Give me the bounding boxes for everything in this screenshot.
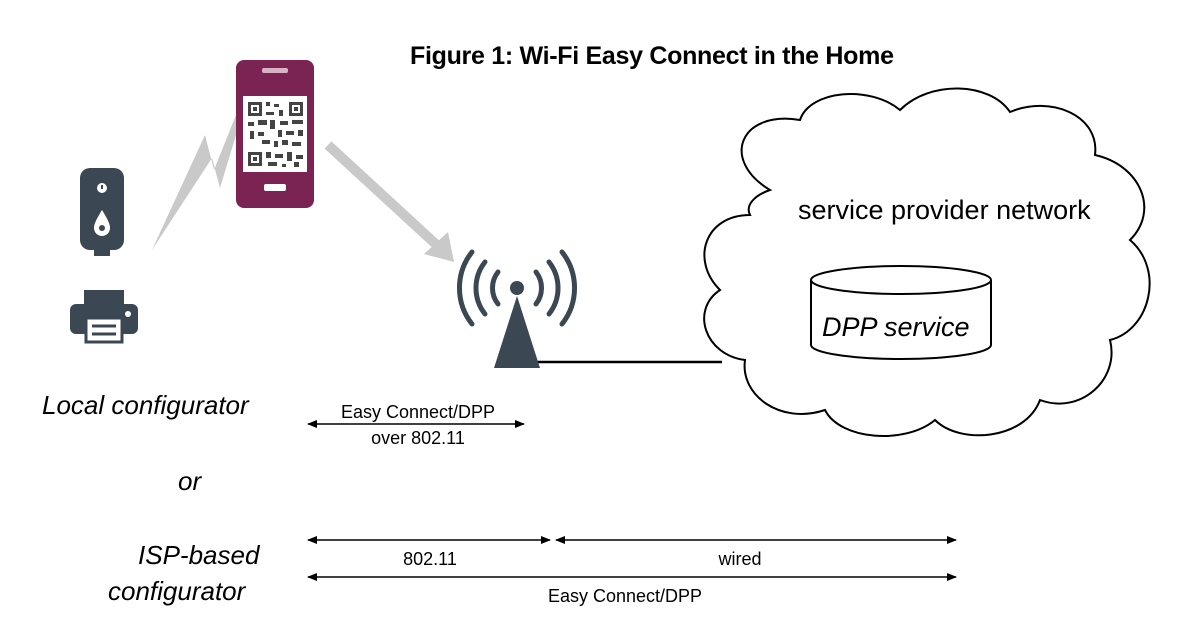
smartphone-qr-icon [236,60,314,208]
lightning-signal-icon [152,110,240,250]
local-configurator-label: Local configurator [42,390,249,420]
cloud-label: service provider network [798,195,1091,225]
isp-configurator-label-line1: ISP-based [138,540,260,570]
local-link-label-line2: over 802.11 [371,428,465,448]
database-label: DPP service [822,312,970,342]
database-icon [810,265,992,360]
wired-link-label: wired [718,549,762,569]
printer-icon [70,290,138,344]
cloud-icon [703,87,1151,437]
isp-configurator-label-line2: configurator [108,576,246,606]
or-label: or [178,466,202,496]
wireless-link-label: 802.11 [403,549,457,569]
end-to-end-link-label: Easy Connect/DPP [547,586,703,606]
provisioning-arrow [324,141,454,262]
local-link-label-line1: Easy Connect/DPP [340,402,496,422]
water-heater-icon [80,168,124,256]
access-point-icon [457,249,577,368]
figure-title: Figure 1: Wi-Fi Easy Connect in the Home [410,42,894,70]
